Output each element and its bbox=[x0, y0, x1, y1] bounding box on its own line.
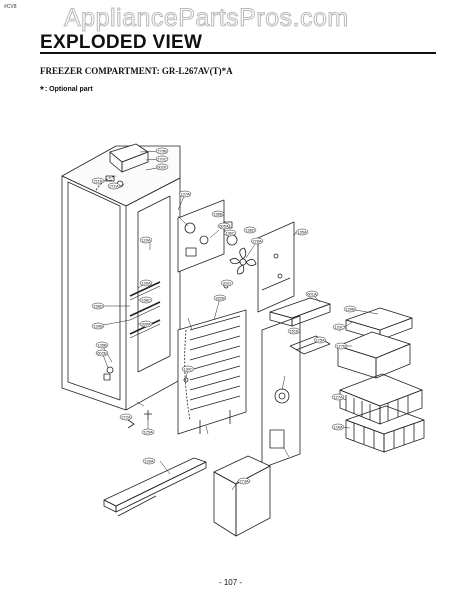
part-label-139a: 139A bbox=[142, 457, 156, 465]
grille-strip bbox=[103, 457, 207, 517]
part-label-602b: 602B bbox=[95, 349, 109, 357]
part-label-135a: 135A bbox=[295, 228, 309, 236]
part-label-272a: 272A bbox=[119, 413, 133, 421]
part-label-271a: 271A bbox=[107, 182, 121, 190]
optional-part-note: *: Optional part bbox=[40, 85, 93, 96]
part-label-text: 126A bbox=[333, 425, 343, 430]
part-label-602k: 602K bbox=[155, 163, 169, 171]
part-label-text: 273A bbox=[239, 479, 249, 484]
part-label-text: 136D bbox=[245, 228, 255, 233]
fan-blade bbox=[229, 247, 257, 275]
part-label-127a: 127A bbox=[331, 393, 345, 401]
part-label-135b: 135B bbox=[95, 341, 109, 349]
part-label-text: 270B bbox=[157, 149, 167, 154]
fan-shroud bbox=[177, 199, 225, 273]
part-label-text: 139B bbox=[345, 307, 355, 312]
freezer-cabinet bbox=[61, 145, 181, 411]
part-label-158c: 158C bbox=[139, 296, 153, 304]
optional-star: * bbox=[40, 85, 44, 96]
part-label-120a: 120A bbox=[139, 236, 153, 244]
page-number: - 107 - bbox=[218, 578, 243, 587]
shelf-rails bbox=[129, 281, 161, 339]
part-label-127b: 127B bbox=[334, 342, 348, 350]
part-label-278a: 278A bbox=[250, 237, 264, 245]
part-label-136b: 136B bbox=[211, 210, 225, 218]
part-label-136d: 136D bbox=[243, 226, 257, 234]
part-label-text: 136C bbox=[225, 231, 235, 236]
part-label-text: 211B bbox=[93, 179, 102, 184]
evaporator bbox=[177, 309, 247, 435]
part-label-text: 127A bbox=[333, 395, 343, 400]
part-label-text: 605A bbox=[219, 224, 229, 229]
part-label-130b: 130B bbox=[91, 322, 105, 330]
part-label-text: 127B bbox=[336, 344, 346, 349]
part-label-text: 272A bbox=[121, 415, 131, 420]
freezer-basket-lower bbox=[345, 405, 425, 453]
part-label-136c: 136C bbox=[223, 229, 237, 237]
part-label-text: 135A bbox=[297, 230, 307, 235]
duct-panel bbox=[261, 315, 301, 469]
vent-cover bbox=[269, 297, 331, 327]
part-label-125a: 125A bbox=[313, 336, 327, 344]
part-label-text: 270C bbox=[157, 157, 167, 162]
part-label-605a: 605A bbox=[217, 222, 231, 230]
part-label-text: 120C bbox=[334, 325, 344, 330]
part-label-text: 130B bbox=[93, 324, 103, 329]
part-label-158d: 158D bbox=[91, 302, 105, 310]
part-label-text: 310J bbox=[223, 281, 232, 286]
part-label-125a-lower: 125A bbox=[141, 428, 155, 436]
top-bracket bbox=[105, 143, 149, 188]
part-label-text: 130C bbox=[183, 367, 193, 372]
part-label-310j: 310J bbox=[220, 279, 234, 287]
part-label-601a: 601A bbox=[305, 290, 319, 298]
part-label-text: 130A bbox=[141, 281, 151, 286]
part-label-139b: 139B bbox=[343, 305, 357, 313]
part-label-text: 125A bbox=[143, 430, 153, 435]
part-label-130a: 130A bbox=[139, 279, 153, 287]
freezer-basket-upper bbox=[339, 373, 423, 425]
page-title: EXPLODED VIEW bbox=[40, 32, 203, 53]
bottom-cover bbox=[213, 455, 271, 537]
part-label-text: 139A bbox=[144, 459, 154, 464]
part-label-270c: 270C bbox=[155, 155, 169, 163]
optional-note-text: : Optional part bbox=[44, 86, 93, 93]
compartment-subtitle: FREEZER COMPARTMENT: GR-L267AV(T)*A bbox=[40, 66, 233, 76]
part-label-211b: 211B bbox=[91, 177, 105, 185]
part-label-120c: 120C bbox=[332, 323, 346, 331]
part-label-text: 602K bbox=[157, 165, 167, 170]
part-label-130c: 130C bbox=[181, 365, 195, 373]
part-label-text: 330A bbox=[141, 322, 151, 327]
part-label-text: 151B bbox=[289, 329, 299, 334]
part-label-text: 135B bbox=[97, 343, 107, 348]
part-label-332b: 332B bbox=[213, 294, 227, 302]
part-label-text: 278A bbox=[252, 239, 262, 244]
rear-cover-panel bbox=[257, 221, 295, 313]
ice-bin bbox=[337, 331, 411, 379]
part-label-330a: 330A bbox=[139, 320, 153, 328]
part-label-270b: 270B bbox=[155, 147, 169, 155]
part-label-126a: 126A bbox=[331, 423, 345, 431]
part-label-137a: 137A bbox=[178, 190, 192, 198]
part-label-text: 136B bbox=[213, 212, 223, 217]
part-label-text: 120A bbox=[141, 238, 151, 243]
watermark: AppliancePartsPros.com bbox=[64, 4, 349, 33]
part-label-text: 158D bbox=[93, 304, 103, 309]
part-label-text: 271A bbox=[109, 184, 119, 189]
part-label-text: 158C bbox=[141, 298, 151, 303]
part-label-text: 602B bbox=[97, 351, 107, 356]
part-label-text: 332B bbox=[215, 296, 225, 301]
part-label-text: 137A bbox=[180, 192, 190, 197]
part-label-151b: 151B bbox=[287, 327, 301, 335]
corner-code: #CV8 bbox=[4, 4, 17, 10]
title-rule bbox=[40, 52, 436, 54]
part-label-273a: 273A bbox=[237, 477, 251, 485]
part-label-text: 125A bbox=[315, 338, 325, 343]
part-label-text: 601A bbox=[307, 292, 317, 297]
